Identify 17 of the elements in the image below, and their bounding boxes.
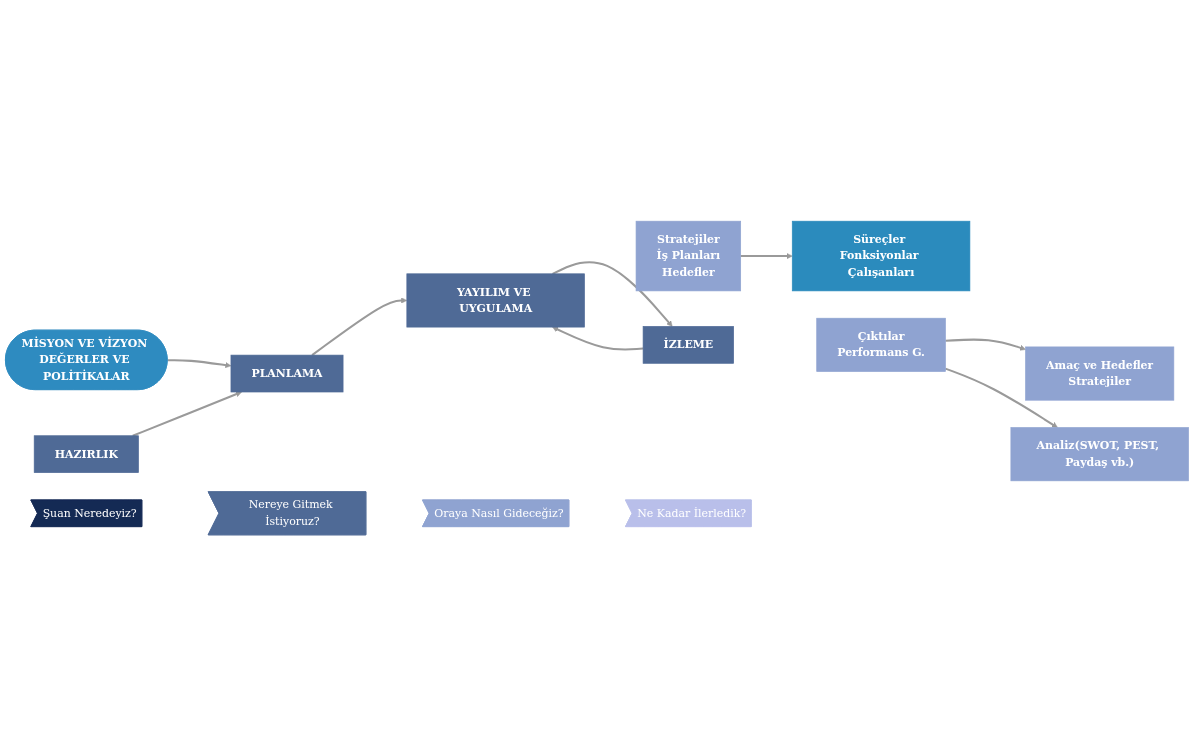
arrow: [167, 359, 232, 369]
node-box: Analiz(SWOT, PEST, Paydaş vb.): [1010, 427, 1189, 482]
node-box: Stratejiler İş Planları Hedefler: [635, 220, 741, 292]
arrow: [945, 338, 1026, 351]
arrow: [945, 367, 1058, 428]
arrow: [552, 326, 644, 351]
node-box: İZLEME: [642, 326, 734, 364]
node-box: YAYILIM VE UYGULAMA: [406, 273, 585, 328]
arrow: [552, 261, 673, 327]
node-box: Çıktılar Performans G.: [816, 317, 946, 372]
node-box: HAZIRLIK: [33, 435, 139, 473]
arrow: [132, 391, 242, 437]
node-box: Amaç ve Hedefler Stratejiler: [1025, 346, 1175, 401]
arrow: [311, 297, 408, 356]
arrow: [740, 253, 793, 260]
node-box: PLANLAMA: [230, 354, 344, 393]
node-box: Süreçler Fonksiyonlar Çalışanları: [791, 220, 971, 292]
